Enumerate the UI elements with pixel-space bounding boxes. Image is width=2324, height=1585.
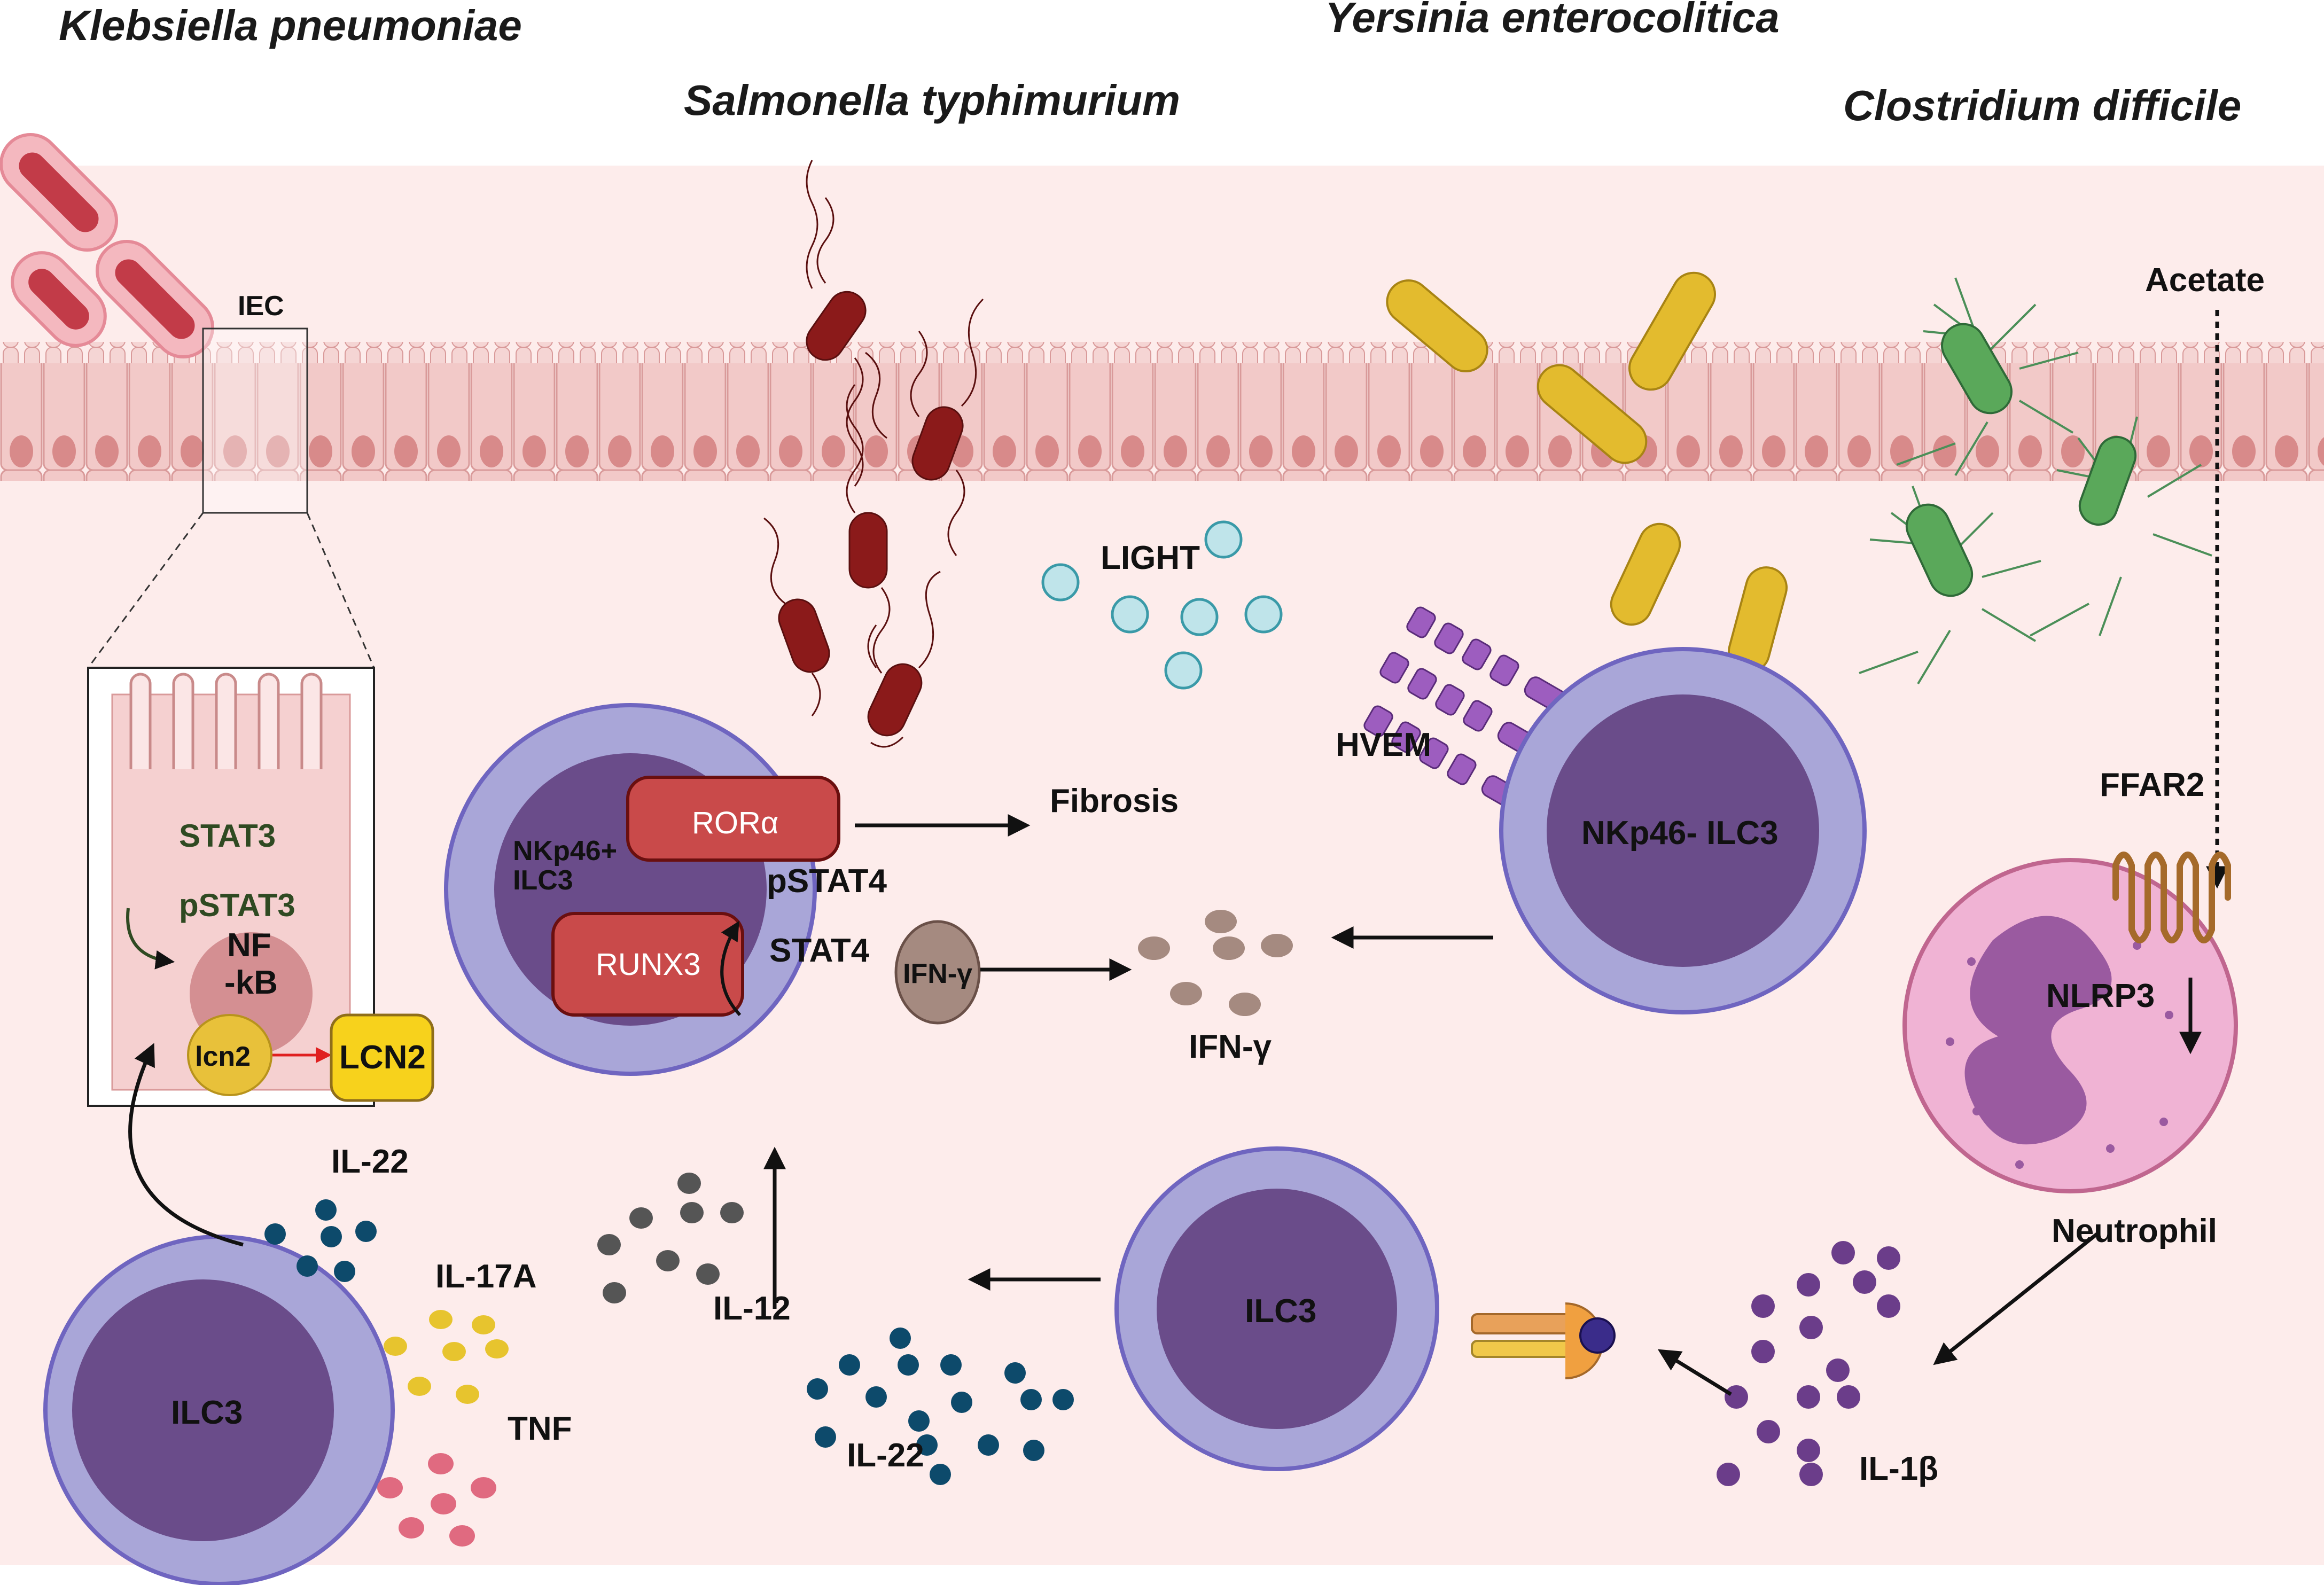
ffar2-receptor	[2112, 852, 2231, 943]
il22-left-label: IL-22	[331, 1143, 409, 1180]
pstat3-label: pSTAT3	[179, 887, 295, 923]
salmonella-flagella	[763, 160, 984, 748]
il22-middle-label: IL-22	[847, 1437, 924, 1474]
il22-left-molecules	[264, 1199, 377, 1282]
il1b-molecules	[1717, 1241, 1900, 1486]
ifng-molecules	[1138, 910, 1293, 1016]
nkp46-negative-label: NKp46- ILC3	[1581, 815, 1779, 852]
yersinia-bacteria	[1386, 271, 1788, 673]
ilc3-left-to-iec-arrow	[128, 1043, 244, 1247]
klebsiella-bacteria	[0, 132, 215, 359]
runx3-label: RUNX3	[596, 947, 701, 982]
clostridium-title: Clostridium difficile	[1843, 82, 2241, 129]
il1-receptor	[1471, 1302, 1616, 1379]
salmonella-title: Salmonella typhimurium	[684, 76, 1180, 124]
iec-inset: STAT3 pSTAT3 NF -kB lcn2 LCN2	[87, 667, 434, 1107]
ilc3-left-cell: ILC3	[43, 1235, 395, 1585]
neutrophil-to-il1b-arrow	[1933, 1232, 2099, 1365]
pstat4-label: pSTAT4	[767, 863, 887, 900]
clostridium-bacteria	[1859, 277, 2212, 685]
lcn2-gene-label: lcn2	[195, 1041, 251, 1072]
il1b-to-ilc3-arrow	[1657, 1349, 1732, 1396]
neutrophil-label: Neutrophil	[2052, 1213, 2217, 1250]
rora-label: RORα	[692, 806, 778, 840]
light-label: LIGHT	[1101, 540, 1200, 576]
salmonella-bacteria	[778, 291, 964, 737]
nkp46-positive-label-line2: ILC3	[513, 865, 573, 896]
nfkb-label-line1: NF	[227, 927, 271, 964]
klebsiella-title: Klebsiella pneumoniae	[59, 2, 522, 49]
nkp46-negative-ilc3-cell: NKp46- ILC3	[1499, 647, 1867, 1014]
iec-highlight-box	[202, 327, 308, 514]
iec-label: IEC	[238, 291, 284, 322]
tnf-label: TNF	[508, 1410, 572, 1447]
light-molecules	[1041, 520, 1283, 690]
nkp46-positive-label-line1: NKp46+	[513, 836, 617, 866]
fibrosis-label: Fibrosis	[1050, 783, 1179, 819]
tnf-molecules	[377, 1453, 496, 1547]
ilc3-middle-label: ILC3	[1245, 1293, 1316, 1330]
nkp46-positive-ilc3-cell: NKp46+ ILC3 RORα RUNX3 pSTAT4 STAT4	[444, 703, 887, 1076]
ifng-label: IFN-γ	[1189, 1028, 1272, 1065]
ilc3-left-label: ILC3	[171, 1394, 243, 1431]
lcn2-protein-label: LCN2	[339, 1039, 426, 1076]
ffar2-label: FFAR2	[2100, 767, 2204, 803]
neutrophil-cell	[1902, 858, 2238, 1193]
nlrp3-label: NLRP3	[2046, 978, 2155, 1014]
nfkb-label-line2: -kB	[224, 964, 278, 1001]
ilc3-middle-cell: ILC3	[1114, 1146, 1439, 1471]
acetate-label: Acetate	[2145, 262, 2265, 299]
il12-molecules	[597, 1173, 744, 1303]
hvem-label: HVEM	[1336, 727, 1431, 763]
ifng-cell-label: IFN-γ	[903, 958, 972, 989]
yersinia-title: Yersinia enterocolitica	[1325, 0, 1780, 41]
il17a-label: IL-17A	[435, 1258, 536, 1295]
il1b-label: IL-1β	[1859, 1450, 1938, 1487]
il12-label: IL-12	[713, 1290, 791, 1327]
stat4-label: STAT4	[769, 932, 870, 969]
il22-middle-molecules	[807, 1328, 1074, 1485]
il17a-molecules	[384, 1310, 509, 1404]
stat3-label: STAT3	[179, 818, 276, 854]
epithelium-layer	[0, 342, 2324, 481]
